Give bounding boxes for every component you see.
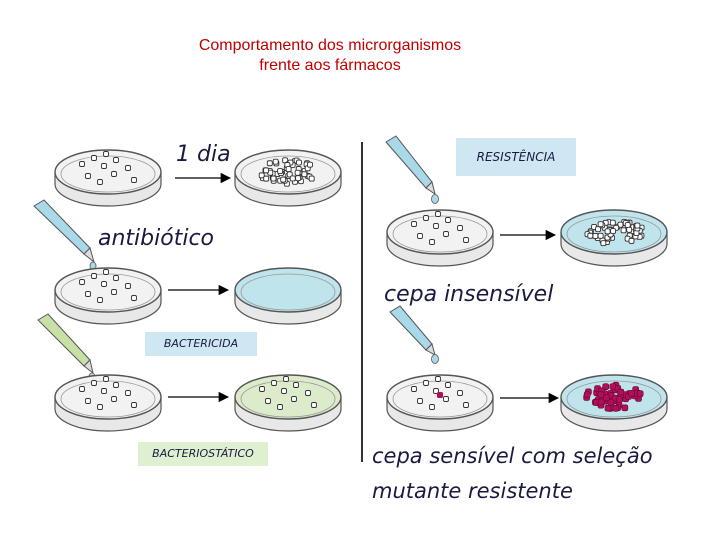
plate-resistant-grown [560, 209, 668, 267]
label-sensitive-strain-line2: mutante resistente [372, 479, 573, 503]
bactericidal-box [145, 332, 257, 356]
label-sensitive-strain-line1: cepa sensível com seleção [372, 444, 653, 468]
plate-mutant-start [386, 374, 494, 432]
plate-mutant-selected [560, 374, 668, 432]
label-insensitive-strain: cepa insensível [384, 282, 554, 307]
pipette-right-2 [389, 305, 439, 364]
pipette-left-2 [37, 313, 96, 382]
label-resistance: RESISTÊNCIA [476, 150, 556, 164]
diagram-title: Comportamento dos microrganismos frente … [160, 36, 500, 76]
label-one-day: 1 dia [176, 142, 231, 167]
plate-bacteriostatic-result [234, 374, 342, 432]
title-line-1: Comportamento dos microrganismos [198, 37, 462, 54]
pipette-right-1 [385, 135, 439, 204]
plate-resistant-start [386, 209, 494, 267]
plate-start-1 [54, 149, 162, 207]
title-line-2: frente aos fármacos [259, 57, 401, 74]
resistance-box [456, 138, 576, 176]
label-antibiotic: antibiótico [98, 226, 214, 251]
label-bacteriostatic: BACTERIOSTÁTICO [152, 447, 254, 460]
bacteriostatic-box [138, 442, 268, 466]
plate-start-2 [54, 267, 162, 325]
label-bactericidal: BACTERICIDA [163, 337, 239, 350]
plate-bactericidal-result [234, 267, 342, 325]
pipette-left-1 [33, 199, 97, 271]
plate-start-3 [54, 374, 162, 432]
plate-grown-1 [234, 149, 342, 207]
